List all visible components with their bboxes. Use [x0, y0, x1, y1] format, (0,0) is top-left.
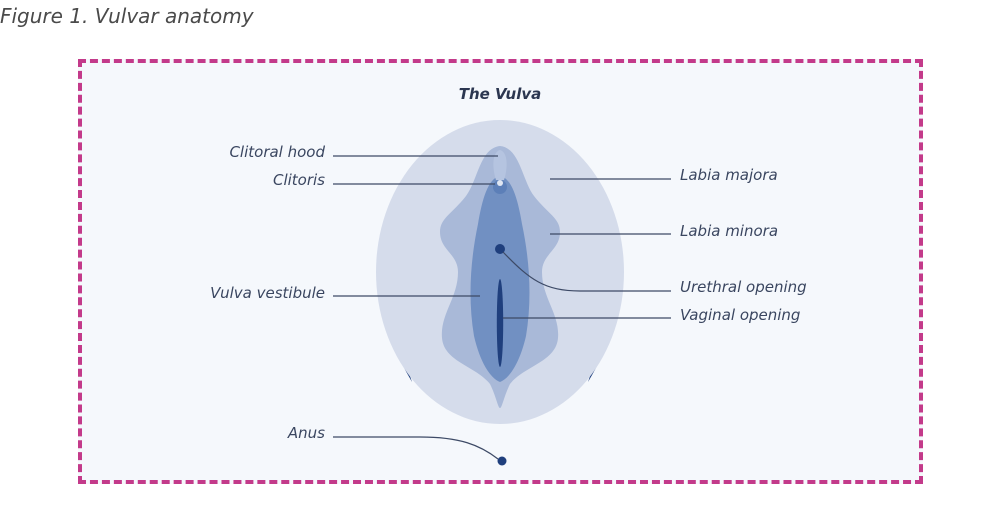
- label-urethral-opening: Urethral opening: [680, 278, 807, 296]
- leader-anus: [333, 436, 499, 460]
- anus-dot: [497, 456, 507, 466]
- label-labia-minora: Labia minora: [680, 222, 778, 240]
- clitoris-dot: [493, 180, 507, 194]
- label-clitoris: Clitoris: [273, 171, 325, 189]
- figure-caption: Figure 1. Vulvar anatomy: [0, 4, 254, 28]
- leader-urethral-opening: [502, 251, 671, 292]
- label-vaginal-opening: Vaginal opening: [680, 306, 800, 324]
- vaginal-opening-slit: [496, 279, 504, 367]
- label-vulva-vestibule: Vulva vestibule: [210, 284, 325, 302]
- diagram-title: The Vulva: [459, 85, 542, 103]
- clitoral-hood-shape: [493, 150, 507, 180]
- clitoris-highlight: [497, 180, 503, 186]
- label-clitoral-hood: Clitoral hood: [229, 143, 325, 161]
- label-labia-majora: Labia majora: [680, 166, 778, 184]
- urethral-opening-dot: [495, 244, 505, 254]
- label-anus: Anus: [287, 424, 325, 442]
